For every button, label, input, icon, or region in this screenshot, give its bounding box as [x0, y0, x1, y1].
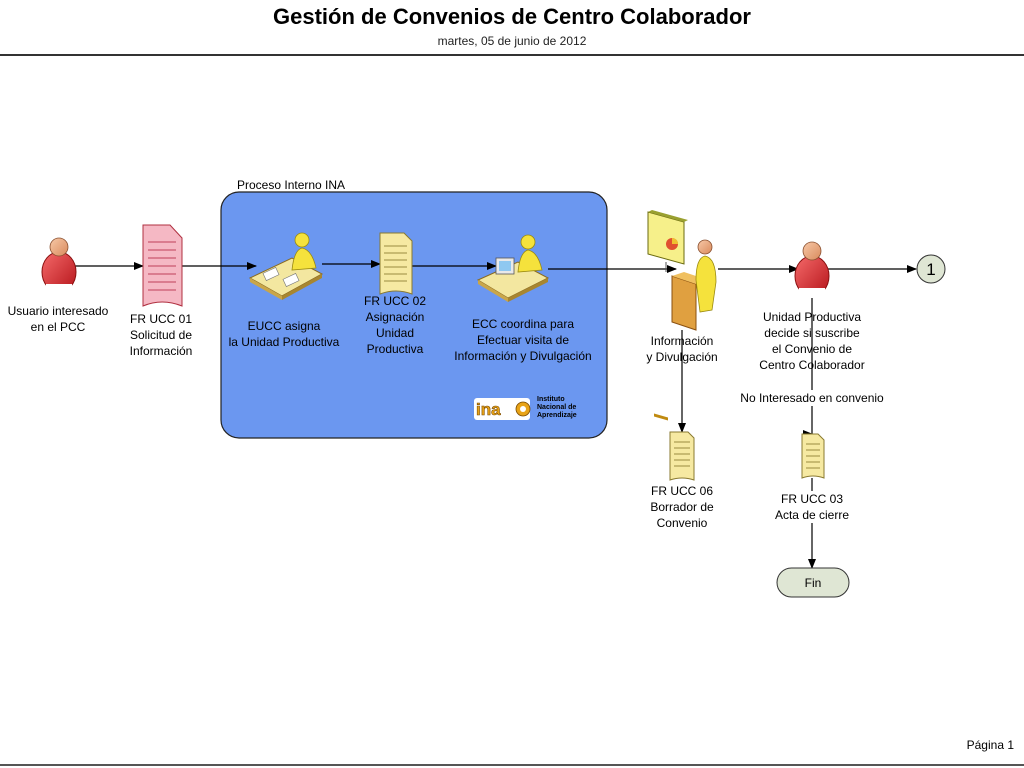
unit-label: Unidad Productiva decide si suscribe el …: [759, 310, 865, 372]
form-ucc01-document-icon: [142, 224, 183, 307]
form6-label: FR UCC 06 Borrador de Convenio: [650, 484, 714, 530]
unit-person-icon: [794, 241, 830, 298]
presentation-label: Información y Divulgación: [646, 334, 718, 364]
page-title: Gestión de Convenios de Centro Colaborad…: [273, 4, 751, 29]
footer-rule: [0, 764, 1024, 766]
eucc-workstation-icon: [248, 232, 324, 300]
ina-logo-text: Instituto Nacional de Aprendizaje: [537, 396, 577, 419]
presentation-board-icon: [647, 210, 717, 421]
connector-number: 1: [926, 260, 935, 279]
form3-label: FR UCC 03 Acta de cierre: [762, 491, 862, 523]
end-label: Fin: [805, 576, 822, 590]
ina-logo-mark: ina: [476, 400, 501, 419]
eucc-label: EUCC asigna la Unidad Productiva: [228, 319, 340, 349]
container-label: Proceso Interno INA: [237, 178, 346, 192]
form-ucc06-document-icon: [669, 431, 695, 481]
form-ucc03-document-icon: [801, 433, 825, 479]
form1-label: FR UCC 01 Solicitud de Información: [129, 312, 193, 358]
page-number: Página 1: [966, 738, 1014, 752]
ecc-workstation-icon: [476, 234, 550, 302]
process-container: [220, 191, 608, 439]
ecc-label: ECC coordina para Efectuar visita de Inf…: [454, 317, 592, 363]
header-rule: [0, 54, 1024, 56]
ina-logo: ina: [474, 398, 531, 420]
user-label: Usuario interesado en el PCC: [7, 304, 109, 334]
no-interest-label: No Interesado en convenio: [724, 390, 900, 406]
end-terminator: [776, 567, 850, 598]
form2-label: FR UCC 02 Asignación Unidad Productiva: [363, 294, 426, 356]
page-date: martes, 05 de junio de 2012: [437, 34, 587, 48]
offpage-connector: [916, 254, 946, 284]
form-ucc02-document-icon: [379, 232, 413, 295]
user-person-icon: [41, 237, 77, 294]
